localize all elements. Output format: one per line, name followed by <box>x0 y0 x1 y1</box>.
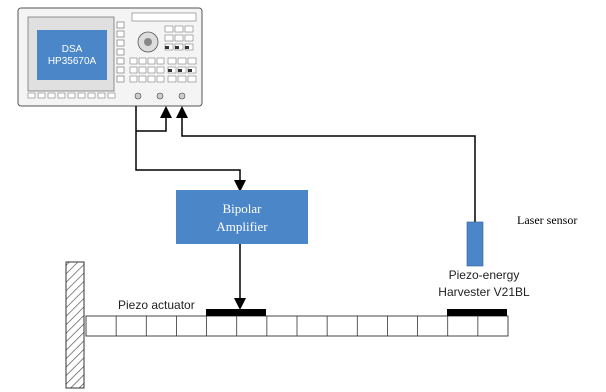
bipolar-amplifier: Bipolar Amplifier <box>176 190 308 244</box>
wire-reference-to-dsa <box>136 106 172 132</box>
laser-sensor-body <box>466 221 484 267</box>
cantilever-beam <box>85 315 509 337</box>
instrument-dark-keys <box>165 46 192 72</box>
instrument-screen <box>37 30 107 80</box>
amplifier-label-line1: Bipolar <box>223 201 263 216</box>
beam-segment-dividers <box>115 316 479 336</box>
harvester-label-line1: Piezo-energy <box>449 268 520 282</box>
clamped-wall <box>65 261 85 389</box>
instrument-top-strip <box>131 12 197 22</box>
signal-wires <box>135 106 476 310</box>
amplifier-box <box>176 190 308 244</box>
instrument-softkeys <box>116 21 125 83</box>
piezo-actuator-patch <box>206 309 266 316</box>
amplifier-label-line2: Amplifier <box>216 219 268 234</box>
instrument-screen-line1: DSA <box>62 44 83 55</box>
instrument-function-keys <box>27 92 116 99</box>
wire-dsa-to-amplifier <box>135 106 246 192</box>
instrument-screen-line2: HP35670A <box>48 56 97 67</box>
laser-sensor-label: Laser sensor <box>517 213 577 227</box>
harvester-label-line2: Harvester V21BL <box>438 285 530 299</box>
wire-sensor-to-dsa <box>176 106 476 222</box>
instrument-bnc-connectors <box>134 92 186 100</box>
actuator-label: Piezo actuator <box>118 298 195 312</box>
dsa-analyzer-instrument: DSA HP35670A <box>17 7 203 107</box>
instrument-knob-center <box>144 38 152 46</box>
laser-sensor: Laser sensor <box>466 213 577 267</box>
piezo-harvester-patch <box>447 309 507 316</box>
